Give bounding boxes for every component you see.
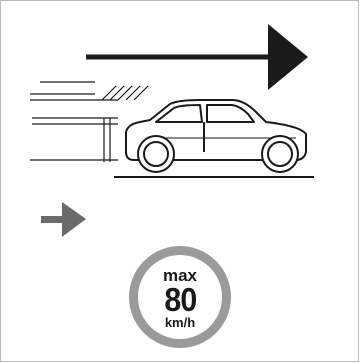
speed-limit-value: 80 (164, 283, 196, 316)
speed-limit-sign-face: max 80 km/h (138, 255, 222, 339)
arrow-right-icon (41, 202, 86, 237)
speed-limit-sign: max 80 km/h (129, 246, 231, 348)
car-icon (114, 100, 314, 177)
arrow-right-icon (86, 24, 308, 90)
